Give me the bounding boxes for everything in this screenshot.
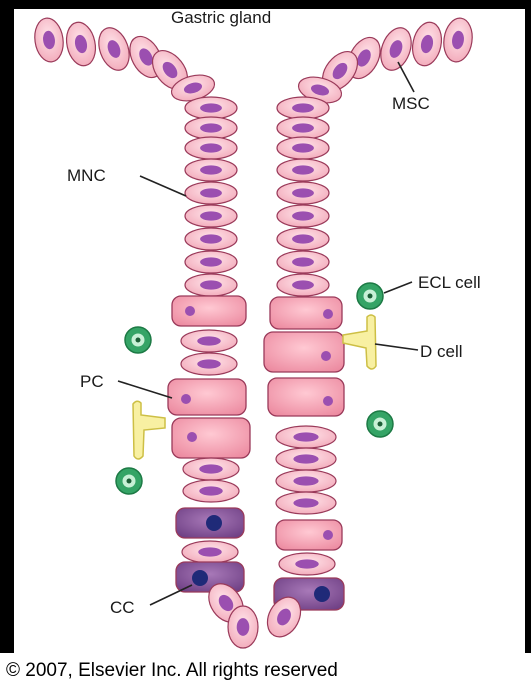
chief-cell — [176, 508, 244, 538]
mucous-neck-cell — [277, 159, 329, 181]
parietal-cell — [276, 520, 342, 550]
ecl-cell-left-lower — [116, 468, 142, 494]
mucous-neck-cell — [277, 274, 329, 296]
label-mnc: MNC — [67, 166, 106, 185]
label-pc: PC — [80, 372, 104, 391]
mucous-neck-cell — [185, 182, 237, 204]
base-mucous-cell — [228, 606, 258, 648]
mucous-neck-cell — [185, 228, 237, 250]
ecl-cell-right-lower — [367, 411, 393, 437]
mucous-neck-cell — [277, 205, 329, 227]
ecl-cell-left-upper — [125, 327, 151, 353]
copyright-notice: © 2007, Elsevier Inc. All rights reserve… — [6, 660, 338, 681]
mucous-neck-cell — [182, 541, 238, 563]
mucous-neck-cell — [181, 353, 237, 375]
mucous-neck-cell — [185, 117, 237, 139]
mucous-neck-cell — [276, 426, 336, 448]
label-ecl-cell: ECL cell — [418, 273, 481, 292]
mucous-neck-cell — [277, 137, 329, 159]
mucous-neck-cell — [183, 458, 239, 480]
parietal-cell — [172, 296, 246, 326]
parietal-cell — [172, 418, 250, 458]
ecl-cell-upper-right — [357, 283, 383, 309]
label-cc: CC — [110, 598, 135, 617]
figure-background — [14, 9, 525, 653]
mucous-neck-cell — [276, 470, 336, 492]
mucous-neck-cell — [277, 182, 329, 204]
mucous-neck-cell — [276, 492, 336, 514]
parietal-cell — [168, 379, 246, 415]
mucous-neck-cell — [181, 330, 237, 352]
mucous-neck-cell — [185, 137, 237, 159]
mucous-neck-cell — [185, 205, 237, 227]
label-d-cell: D cell — [420, 342, 463, 361]
parietal-cell — [264, 332, 344, 372]
parietal-cell — [270, 297, 342, 329]
label-msc: MSC — [392, 94, 430, 113]
mucous-neck-cell — [185, 274, 237, 296]
mucous-neck-cell — [185, 251, 237, 273]
mucous-neck-cell — [185, 159, 237, 181]
mucous-neck-cell — [279, 553, 335, 575]
parietal-cell — [268, 378, 344, 416]
mucous-neck-cell — [277, 228, 329, 250]
mucous-neck-cell — [277, 97, 329, 119]
mucous-neck-cell — [277, 117, 329, 139]
mucous-neck-cell — [277, 251, 329, 273]
mucous-neck-cell — [183, 480, 239, 502]
diagram-title: Gastric gland — [171, 8, 271, 27]
mucous-neck-cell — [276, 448, 336, 470]
mucous-neck-cell — [185, 97, 237, 119]
